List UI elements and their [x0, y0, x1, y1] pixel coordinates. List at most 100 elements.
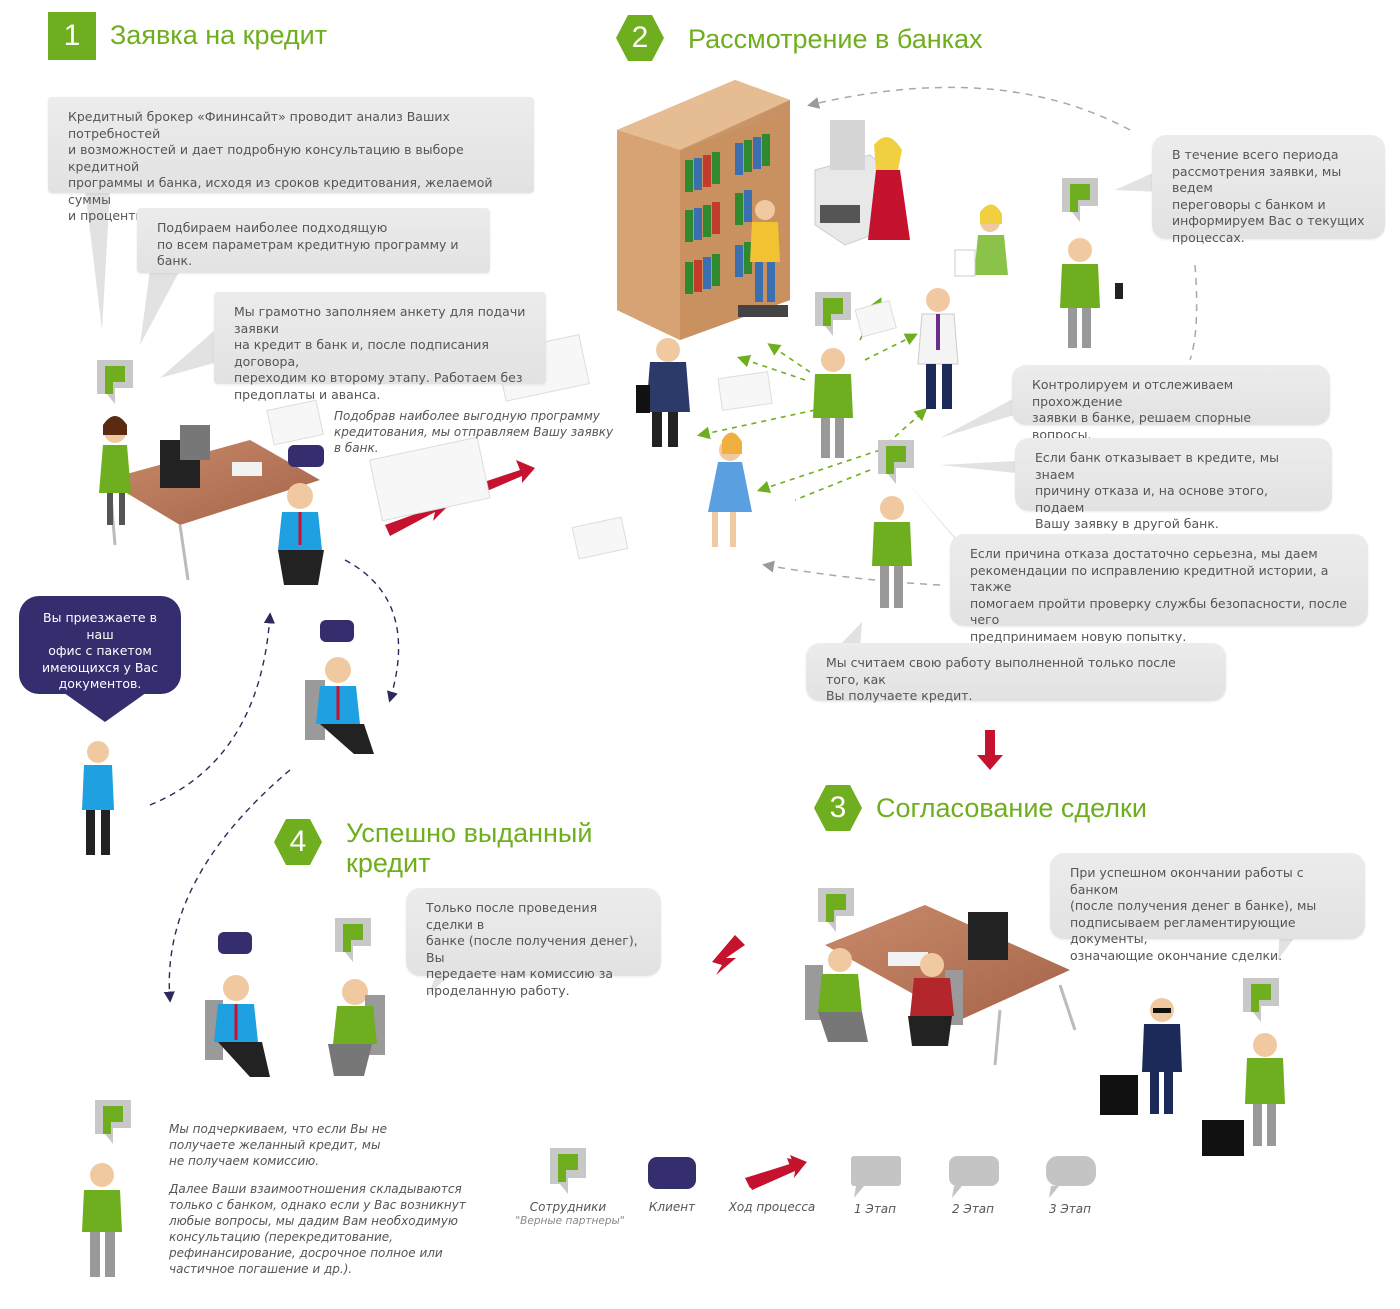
note-no-commission: Мы подчеркиваем, что если Вы не получает…: [169, 1121, 409, 1169]
legend-employees-sublabel: "Верные партнеры": [515, 1215, 625, 1227]
legend-employee-icon: [550, 1148, 586, 1194]
bubble-sign-line-2: (после получения денег в банке), мы: [1070, 898, 1317, 913]
bubble-commission: Только после проведения сделки в банке (…: [406, 888, 661, 998]
bubble-control-line-1: Контролируем и отслеживаем прохождение: [1032, 377, 1234, 409]
employee-figure-step3-standing: [1245, 1033, 1285, 1146]
employee-figure-lower: [872, 496, 912, 608]
bubble-commission-line-2: банке (после получения денег), Вы: [426, 933, 638, 965]
bookshelf: [617, 80, 790, 340]
cycle-arrows: [762, 86, 1198, 586]
company-logos: [95, 178, 1279, 1144]
legend-process-label: Ход процесса: [728, 1200, 816, 1214]
navy-bubble-line-3: имеющихся у Вас: [42, 659, 158, 675]
bubble-analysis-line-3: программы и банка, исходя из сроков кред…: [68, 175, 493, 207]
bubble-history-line-1: Если причина отказа достаточно серьезна,…: [970, 546, 1318, 561]
employee-figure-center: [813, 348, 853, 458]
note-further-relations: Далее Ваши взаимоотношения складываются …: [169, 1181, 469, 1277]
note-further-line-1: Далее Ваши взаимоотношения складываются: [169, 1182, 462, 1196]
bubble-workdone-line-1: Мы считаем свою работу выполненной тольк…: [826, 655, 1176, 687]
legend-process-arrow-icon: [747, 1158, 806, 1190]
client-path-arrows: [149, 559, 400, 1003]
navy-bubble-line-2: офис с пакетом: [48, 643, 152, 658]
legend-client-label: Клиент: [648, 1200, 696, 1214]
employee-figure-phone: [1060, 238, 1123, 348]
note-nocommission-line-3: не получаем комиссию.: [169, 1154, 320, 1168]
step-1-title: Заявка на кредит: [110, 20, 328, 50]
bubble-refusal-line-1: Если банк отказывает в кредите, мы знаем: [1035, 450, 1280, 482]
bubble-bring-documents: Вы приезжаете в наш офис с пакетом имеющ…: [19, 596, 181, 694]
step-4-title-line2: кредит: [346, 848, 431, 878]
note-further-line-2: только с банком, однако если у Вас возни…: [169, 1198, 466, 1212]
bubble-negotiations-line-4: информируем Вас о текущих: [1172, 213, 1365, 228]
legend-stage-bubble-icons: [851, 1156, 1096, 1198]
bubble-fill-line-4: предоплаты и аванса.: [234, 386, 381, 402]
bubble-sign-line-3: подписываем регламентирующие документы,: [1070, 914, 1296, 947]
bubble-negotiations-line-5: процессах.: [1172, 229, 1245, 245]
step-2-title: Рассмотрение в банках: [688, 24, 983, 54]
walking-client-figure: [82, 741, 114, 855]
blonde-woman-figure: [868, 137, 910, 240]
bubble-commission-line-1: Только после проведения сделки в: [426, 900, 598, 932]
bubble-work-done: Мы считаем свою работу выполненной тольк…: [806, 643, 1226, 703]
bubble-credit-history: Если причина отказа достаточно серьезна,…: [950, 534, 1368, 644]
note-nocommission-line-2: получаете желанный кредит, мы: [169, 1138, 381, 1152]
navy-bubble-line-1: Вы приезжаете в наш: [43, 610, 157, 642]
man-sunglasses-figure: [1142, 998, 1182, 1114]
note-further-line-3: любые вопросы, мы дадим Вам необходимую: [169, 1214, 458, 1228]
bubble-workdone-line-2: Вы получаете кредит.: [826, 688, 973, 703]
bubble-sign-line-4: означающие окончание сделки.: [1070, 947, 1283, 963]
bubble-select-line-1: Подбираем наиболее подходящую: [157, 220, 388, 235]
navy-bubble-tail: [60, 690, 150, 722]
bubble-analysis-line-1: Кредитный брокер «Фининсайт» проводит ан…: [68, 109, 450, 141]
bubble-control-line-2: заявки в банке, решаем спорные вопросы.: [1032, 410, 1252, 442]
bubble-commission-line-3: передаете нам комиссию за: [426, 966, 614, 981]
bubble-tails: [85, 172, 1300, 995]
bubble-refusal-line-2: причину отказа и, на основе этого, подае…: [1035, 483, 1268, 515]
step-4-title: Успешно выданный кредит: [346, 818, 592, 878]
legend-icons: [550, 1148, 1096, 1198]
bubble-select-line-2: по всем параметрам кредитную программу и…: [157, 236, 459, 269]
note-further-line-6: частичное погашение и др.).: [169, 1262, 353, 1276]
woman-at-shelf-figure: [738, 200, 788, 317]
bubble-fill-line-1: Мы грамотно заполняем анкету для подачи …: [234, 304, 526, 336]
woman-reading-figure: [954, 204, 1008, 277]
bubble-negotiations: В течение всего периода рассмотрения зая…: [1152, 135, 1385, 245]
client-figure-waiting: [305, 620, 374, 754]
note-send-line-3: в банк.: [334, 441, 379, 455]
people: [82, 137, 1285, 1277]
bubble-commission-line-4: проделанную работу.: [426, 982, 570, 998]
note-send-application: Подобрав наиболее выгодную программу кре…: [334, 408, 614, 456]
legend-stage2-label: 2 Этап: [951, 1202, 995, 1216]
step-4-badge: 4: [274, 818, 322, 866]
bubble-history-line-3: помогаем пройти проверку службы безопасн…: [970, 595, 1348, 628]
note-nocommission-line-1: Мы подчеркиваем, что если Вы не: [169, 1122, 388, 1136]
briefcases: [1100, 1075, 1244, 1156]
bubble-fill-line-3: переходим ко второму этапу. Работаем без: [234, 370, 523, 385]
bubble-negotiations-line-1: В течение всего периода: [1172, 147, 1339, 162]
process-arrows: [385, 460, 1003, 1188]
man-purple-tie-figure: [917, 288, 959, 409]
man-phone-figure: [636, 338, 690, 447]
note-further-line-5: рефинансирование, досрочное полное или: [169, 1246, 443, 1260]
bubble-negotiations-line-2: рассмотрения заявки, мы ведем: [1172, 163, 1342, 196]
bubble-control: Контролируем и отслеживаем прохождение з…: [1012, 365, 1330, 442]
client-figure-step4: [205, 932, 270, 1077]
step-4-title-line1: Успешно выданный: [346, 818, 593, 848]
employee-figure-step4: [328, 979, 385, 1076]
bubble-refusal-line-3: Вашу заявку в другой банк.: [1035, 516, 1219, 531]
bubble-sign-line-1: При успешном окончании работы с банком: [1070, 865, 1304, 897]
office-desk-3: [825, 905, 1077, 1066]
step-3-badge: 3: [814, 784, 862, 832]
legend-employees-label: Сотрудники: [529, 1200, 607, 1214]
bubble-fill-application: Мы грамотно заполняем анкету для подачи …: [214, 292, 546, 402]
legend-stage3-label: 3 Этап: [1048, 1202, 1092, 1216]
legend-client-icon: [648, 1157, 696, 1189]
bubble-select-program: Подбираем наиболее подходящую по всем па…: [137, 208, 490, 273]
navy-bubble-line-4: документов.: [58, 676, 142, 691]
step-3-title: Согласование сделки: [876, 793, 1147, 823]
bubble-sign-documents: При успешном окончании работы с банком (…: [1050, 853, 1365, 963]
employee-figure-step3-desk: [805, 948, 868, 1042]
note-send-line-2: кредитования, мы отправляем Вашу заявку: [334, 425, 614, 439]
bubble-fill-line-2: на кредит в банк и, после подписания дог…: [234, 337, 489, 369]
